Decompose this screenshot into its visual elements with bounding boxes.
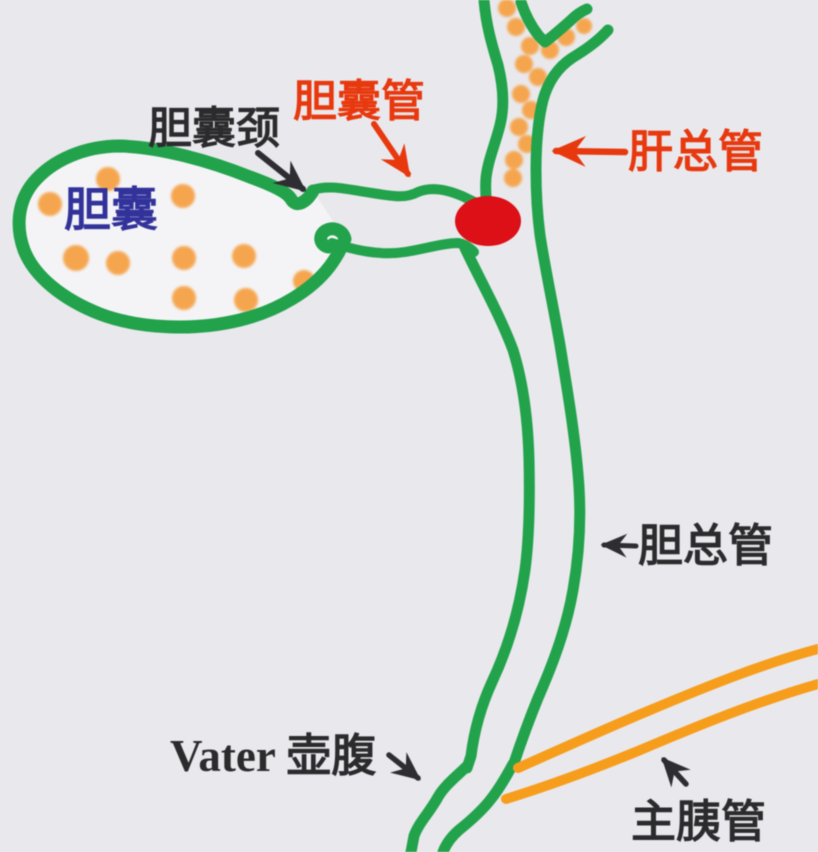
hepatic-duct-bile-dots bbox=[498, 0, 592, 187]
bile-dot bbox=[505, 151, 523, 169]
pancreatic-duct-upper-wall bbox=[513, 644, 818, 773]
gallbladder-label: 胆囊 bbox=[64, 183, 158, 236]
gallbladder-bile-dots bbox=[38, 167, 315, 312]
bile-dot bbox=[576, 18, 592, 34]
main-pancreatic-duct-label: 主胰管 bbox=[631, 796, 766, 847]
bile-dot bbox=[512, 85, 530, 103]
bile-dot bbox=[38, 192, 62, 216]
bile-dot bbox=[504, 169, 522, 187]
cystic-duct-lower-wall bbox=[327, 238, 479, 259]
bile-dot bbox=[171, 184, 195, 208]
bile-dot bbox=[234, 288, 258, 312]
bile-dot bbox=[232, 244, 256, 268]
main-pancreatic-duct-arrow bbox=[661, 757, 691, 788]
hepatic-duct-branch-wall bbox=[515, 0, 593, 48]
bile-dot bbox=[172, 246, 196, 270]
gallbladder-neck-label: 胆囊颈 bbox=[148, 104, 280, 153]
bile-dot bbox=[106, 251, 130, 275]
ampulla-left-wall bbox=[405, 760, 473, 852]
cystic-duct-label: 胆囊管 bbox=[293, 77, 425, 126]
ampulla-right-wall bbox=[437, 758, 519, 852]
gallbladder-fill bbox=[19, 146, 345, 327]
bile-dot bbox=[529, 68, 547, 86]
bile-dot bbox=[510, 118, 528, 136]
common-bile-duct-left-wall bbox=[459, 242, 535, 774]
bile-dot bbox=[507, 18, 525, 36]
bile-dot bbox=[521, 37, 539, 55]
cystic-duct-upper-wall bbox=[307, 182, 487, 211]
cystic-duct-arrow bbox=[371, 121, 411, 178]
common-hepatic-duct-arrow bbox=[551, 135, 629, 167]
bile-dot bbox=[172, 286, 196, 310]
common-bile-duct-label: 胆总管 bbox=[638, 520, 773, 571]
ampulla-of-vater-arrow bbox=[386, 752, 421, 781]
hepatic-duct-left-wall bbox=[478, 0, 509, 224]
gallbladder-outline bbox=[12, 139, 352, 334]
ampulla-of-vater-label: Vater 壶腹 bbox=[170, 731, 377, 781]
bile-dot bbox=[96, 167, 120, 191]
common-bile-duct-arrow bbox=[600, 533, 639, 558]
hepatic-and-bile-duct-right-wall bbox=[507, 24, 614, 772]
bile-dot bbox=[63, 245, 89, 271]
gallstone-ellipse bbox=[455, 196, 521, 246]
bile-dot bbox=[498, 0, 516, 17]
common-hepatic-duct-label: 肝总管 bbox=[628, 126, 763, 177]
pancreatic-duct-lower-wall bbox=[501, 679, 818, 804]
bile-dot bbox=[515, 55, 533, 73]
gallbladder-neck-arrow bbox=[255, 150, 307, 192]
